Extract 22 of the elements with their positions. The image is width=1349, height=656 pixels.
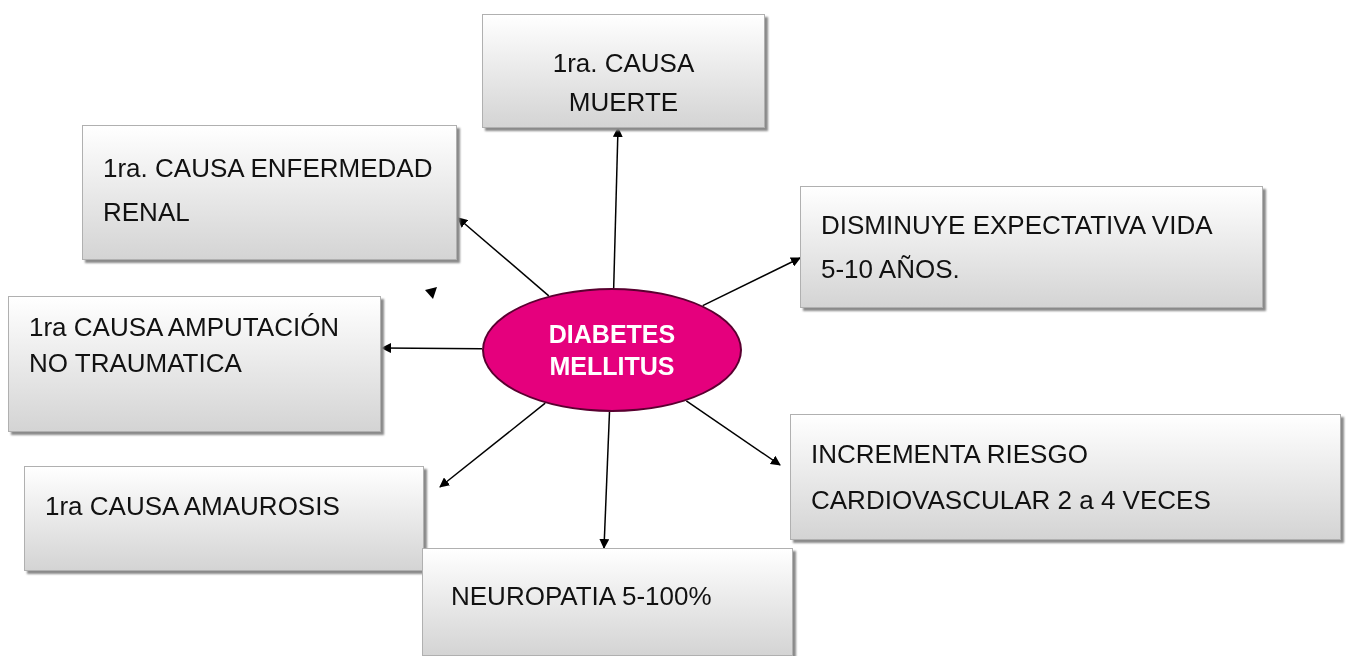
arrow bbox=[612, 127, 623, 289]
arrow bbox=[457, 217, 550, 297]
node-text: 1ra. CAUSA MUERTE bbox=[551, 47, 696, 119]
arrow bbox=[599, 411, 611, 549]
text-box bbox=[790, 414, 1341, 540]
node-text: NEUROPATIA 5-100% bbox=[451, 580, 713, 613]
node-text: 1ra CAUSA AMAUROSIS bbox=[45, 490, 341, 523]
node-text: INCREMENTA RIESGO CARDIOVASCULAR 2 a 4 VECES bbox=[811, 438, 1212, 517]
text-box bbox=[8, 296, 381, 432]
node-text: DIABETES MELLITUS bbox=[547, 319, 677, 382]
arrow bbox=[381, 343, 483, 354]
text-box bbox=[800, 186, 1263, 308]
arrow bbox=[439, 402, 546, 488]
arrow bbox=[685, 400, 781, 466]
text-box bbox=[482, 14, 765, 128]
text-box bbox=[24, 466, 424, 571]
text-box bbox=[422, 548, 793, 656]
node-text: DISMINUYE EXPECTATIVA VIDA 5-10 AÑOS. bbox=[821, 209, 1213, 286]
arrow bbox=[702, 257, 801, 307]
node-text: 1ra CAUSA AMPUTACIÓN NO TRAUMATICA bbox=[29, 311, 341, 380]
text-box bbox=[82, 125, 457, 260]
node-text: 1ra. CAUSA ENFERMEDAD RENAL bbox=[103, 152, 434, 229]
